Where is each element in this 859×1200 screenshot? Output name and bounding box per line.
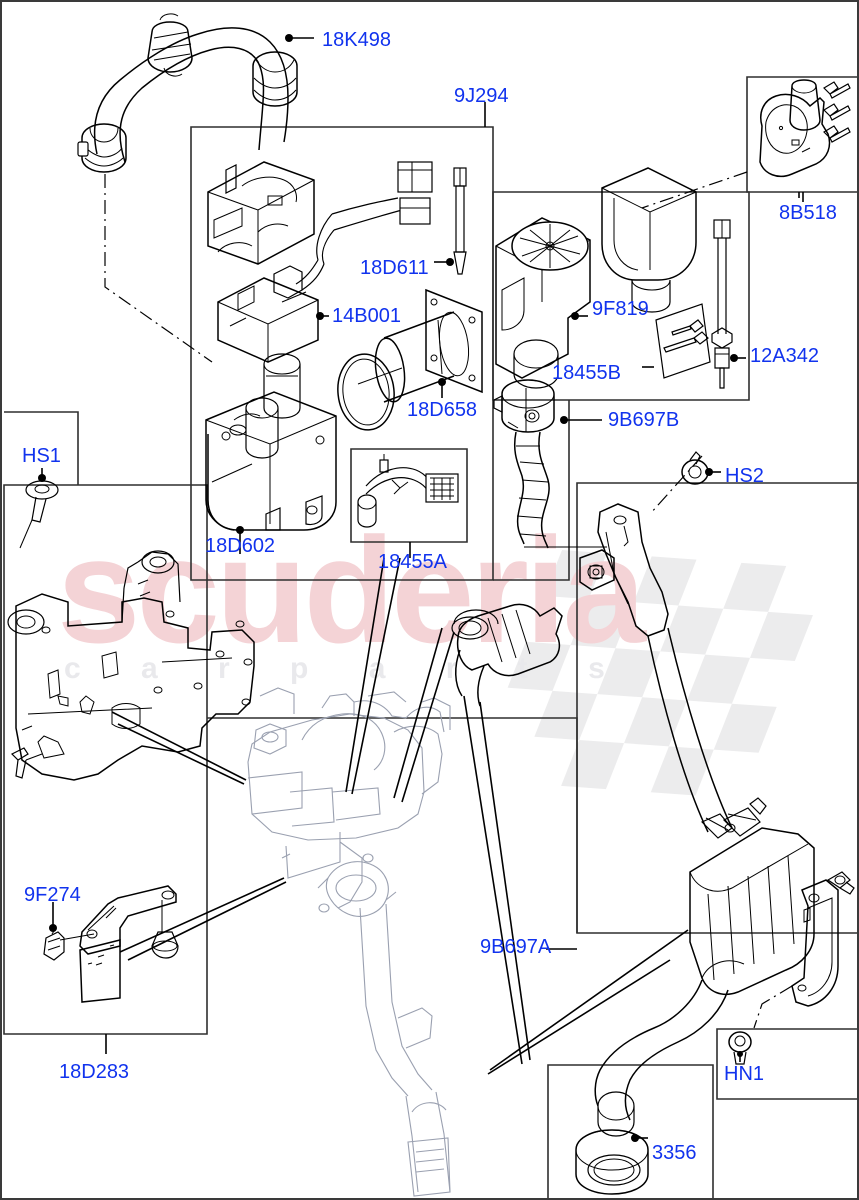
group-box-8b518 [746, 76, 857, 193]
group-box-9j294 [190, 126, 494, 581]
group-box-18455a [350, 448, 468, 543]
part-label-9f819[interactable]: 9F819 [592, 298, 649, 320]
part-hn1-nut [728, 1031, 752, 1065]
part-label-18d658[interactable]: 18D658 [407, 399, 478, 421]
group-box-ghost-area [207, 717, 578, 933]
part-8b518-coolant-pump [641, 79, 851, 209]
part-label-18d602[interactable]: 18D602 [205, 535, 276, 557]
part-9f274-bracket-clip [43, 877, 287, 1003]
part-label-hs2[interactable]: HS2 [725, 465, 764, 487]
part-3356-grommet [575, 1129, 649, 1195]
part-14b001-control-module [217, 265, 329, 363]
part-air-duct-scoop [601, 167, 697, 313]
part-label-9b697a[interactable]: 9B697A [480, 936, 552, 958]
part-18d602-heater-housing [205, 353, 337, 554]
callout-arrows-center [345, 557, 455, 803]
part-9b697a-exhaust-silencer [487, 503, 855, 1137]
part-18k498-intake-hose [77, 13, 314, 363]
watermark-tagline: c a r p a r t s [64, 652, 631, 685]
part-12a342-temperature-sensor [711, 219, 746, 389]
part-connector-center [451, 603, 563, 1065]
o-ring-seal [337, 353, 395, 431]
part-hs1-grommet [19, 468, 59, 549]
part-label-14b001[interactable]: 14B001 [332, 305, 401, 327]
group-box-hn1 [716, 1028, 857, 1100]
part-18455b-bolt-kit [642, 303, 711, 379]
part-harness-upper [295, 161, 433, 291]
part-18455a-harness-kit [357, 454, 459, 558]
part-label-9f274[interactable]: 9F274 [24, 884, 81, 906]
part-label-3356[interactable]: 3356 [652, 1142, 697, 1164]
group-box-hs1 [4, 411, 79, 485]
part-18d658-heat-exchanger [337, 288, 483, 431]
part-label-9j294[interactable]: 9J294 [454, 85, 509, 107]
part-label-8b518[interactable]: 8B518 [779, 202, 837, 224]
watermark-brand: scuderia [57, 506, 648, 674]
part-hs2-grommet [649, 451, 721, 515]
part-9b697b-exhaust-upper [493, 379, 607, 549]
part-label-18d611[interactable]: 18D611 [360, 257, 429, 279]
part-9f819-blower [495, 217, 591, 432]
group-box-18d283 [3, 484, 208, 1035]
group-box-9b697b [493, 400, 570, 581]
pump-bolts [823, 81, 851, 143]
group-box-9b697a [576, 482, 857, 934]
part-label-9b697b[interactable]: 9B697B [608, 409, 680, 431]
part-label-12a342[interactable]: 12A342 [750, 345, 819, 367]
group-box-18455b [492, 191, 750, 401]
part-label-hn1[interactable]: HN1 [724, 1063, 765, 1085]
ghost-reference-assembly [247, 687, 451, 1197]
part-label-18455b[interactable]: 18455B [552, 362, 621, 384]
part-label-18455a[interactable]: 18455A [378, 551, 447, 573]
group-frames [3, 76, 857, 1198]
part-label-hs1[interactable]: HS1 [22, 445, 61, 467]
part-14b001-control-module-upper [207, 161, 315, 265]
part-18d611-glow-plug [434, 167, 467, 275]
part-label-18d283[interactable]: 18D283 [59, 1061, 130, 1083]
group-box-3356 [547, 1064, 714, 1198]
part-label-18k498[interactable]: 18K498 [322, 29, 391, 51]
part-18d283-mounting-bracket [7, 550, 255, 1054]
